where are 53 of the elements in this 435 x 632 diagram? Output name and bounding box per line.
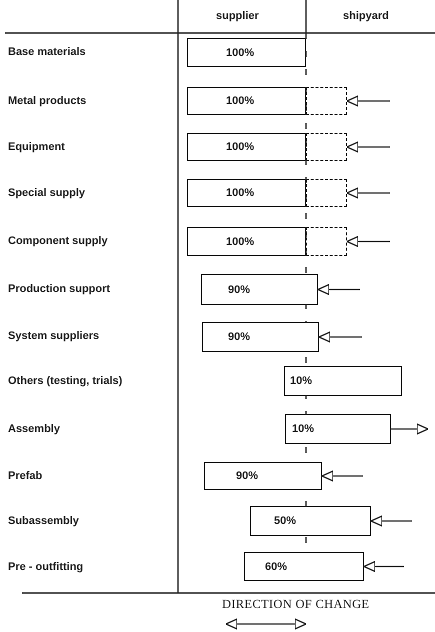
dashed-outline <box>306 133 347 161</box>
share-bar <box>202 322 319 352</box>
arrow <box>346 187 390 199</box>
row-label: Component supply <box>8 235 108 247</box>
row-label: Subassembly <box>8 515 79 527</box>
row-label: Production support <box>8 283 110 295</box>
share-bar <box>284 366 402 396</box>
share-bar <box>187 38 306 67</box>
arrow <box>318 331 362 343</box>
percent-value: 90% <box>236 470 258 482</box>
percent-value: 10% <box>290 375 312 387</box>
share-bar <box>204 462 322 490</box>
row-label: System suppliers <box>8 330 100 342</box>
percent-value: 60% <box>265 560 288 572</box>
percent-value: 100% <box>226 187 254 199</box>
row-label: Pre - outfitting <box>8 561 84 573</box>
row-label: Special supply <box>8 187 86 199</box>
arrow <box>391 423 429 435</box>
percent-value: 10% <box>292 423 314 435</box>
share-bar <box>250 506 371 536</box>
share-bar <box>244 552 364 581</box>
arrow <box>346 141 390 153</box>
percent-value: 100% <box>226 95 254 107</box>
row-label: Prefab <box>8 470 42 482</box>
arrow <box>321 470 363 482</box>
percent-value: 90% <box>228 284 250 296</box>
share-bar <box>201 274 318 305</box>
percent-value: 100% <box>226 141 254 153</box>
share-bar <box>285 414 391 444</box>
percent-value: 50% <box>274 515 296 527</box>
column-header: shipyard <box>343 10 389 22</box>
share-bar <box>187 227 306 256</box>
row-label: Base materials <box>8 46 86 58</box>
percent-value: 100% <box>226 46 254 58</box>
row-label: Others (testing, trials) <box>8 375 122 387</box>
percent-value: 100% <box>226 236 254 248</box>
dashed-outline <box>306 87 347 115</box>
row-label: Metal products <box>8 95 86 107</box>
arrow <box>370 515 412 527</box>
share-bar <box>187 87 306 115</box>
dashed-outline <box>306 227 347 256</box>
column-header: supplier <box>216 10 259 22</box>
arrow <box>363 560 404 572</box>
arrow <box>346 95 390 107</box>
caption-text: DIRECTION OF CHANGE <box>222 597 370 612</box>
arrow <box>346 236 390 248</box>
share-bar <box>187 179 306 207</box>
percent-value: 90% <box>228 331 250 343</box>
row-label: Assembly <box>8 423 60 435</box>
share-bar <box>187 133 306 161</box>
row-label: Equipment <box>8 141 65 153</box>
arrow <box>317 284 360 296</box>
dashed-outline <box>306 179 347 207</box>
